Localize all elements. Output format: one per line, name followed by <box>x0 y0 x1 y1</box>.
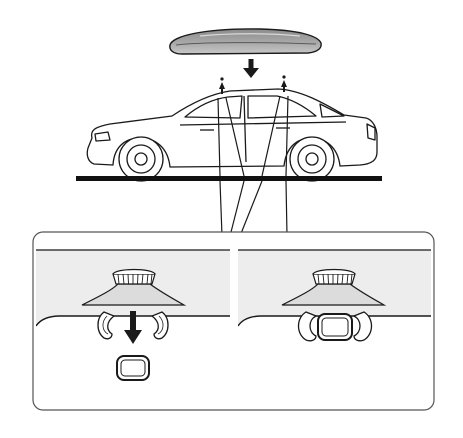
detail-panel-left <box>36 235 230 407</box>
claw-left-closed <box>297 311 318 342</box>
claw-left-open <box>97 311 116 340</box>
clamp-icon <box>317 313 353 341</box>
clamp-icon <box>116 355 150 381</box>
panel-divider <box>231 233 237 409</box>
roof-bar-marker-front <box>219 77 225 89</box>
roof-bar-marker-rear <box>281 75 287 87</box>
car-icon <box>86 86 378 182</box>
roof-box-icon <box>169 28 322 55</box>
ground-line <box>76 176 382 181</box>
claw-right-open <box>150 311 169 340</box>
claw-right-closed <box>352 311 373 342</box>
down-arrow-icon <box>124 311 142 344</box>
down-arrow-icon <box>243 59 259 78</box>
mounting-knob-icon <box>81 268 187 306</box>
detail-panel-right <box>238 235 431 407</box>
mounting-knob-icon <box>281 268 387 306</box>
leader-lines <box>217 95 289 237</box>
